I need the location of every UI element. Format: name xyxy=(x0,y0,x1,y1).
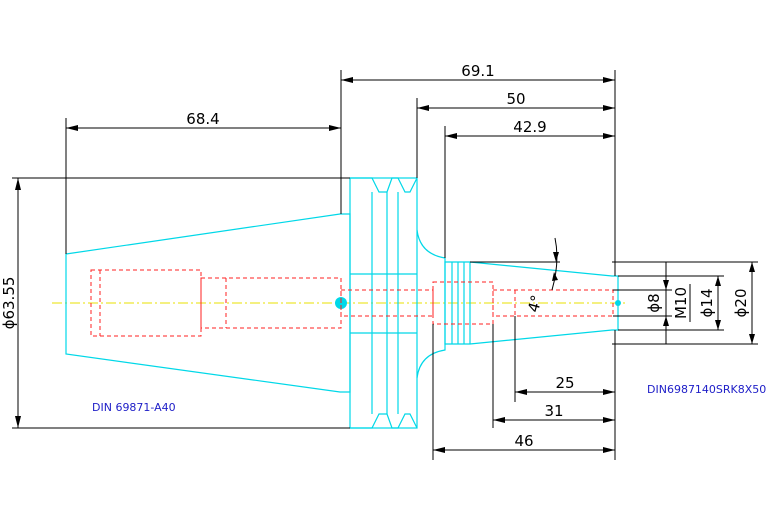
dim-text-46: 46 xyxy=(514,432,533,450)
v-groove-top xyxy=(350,177,418,193)
arrow-691-left xyxy=(341,77,353,83)
dim-text-8: ϕ8 xyxy=(645,293,663,312)
arrow-14-top xyxy=(715,276,721,286)
center-marker-right xyxy=(615,300,621,306)
arrow-50-left xyxy=(417,105,429,111)
neck-curve xyxy=(416,229,446,379)
arrow-6355-bottom xyxy=(15,416,21,428)
arrow-31-left xyxy=(493,417,505,423)
arrow-46-left xyxy=(433,447,445,453)
dim-text-684: 68.4 xyxy=(186,110,219,128)
angle-arrow-bottom xyxy=(552,272,558,281)
arrow-31-right xyxy=(603,417,615,423)
arrow-46-right xyxy=(603,447,615,453)
dim-text-31: 31 xyxy=(544,402,563,420)
arrow-20-bottom xyxy=(749,334,755,344)
v-groove-bottom xyxy=(350,413,418,429)
arrow-429-left xyxy=(445,133,457,139)
label-din-69871: DIN 69871-A40 xyxy=(92,401,176,414)
dimensions: 69.1 50 42.9 68.4 ϕ63.55 25 xyxy=(0,62,758,460)
dim-text-50: 50 xyxy=(506,90,525,108)
arrow-684-right xyxy=(329,125,341,131)
arrow-25-right xyxy=(603,389,615,395)
arrow-20-top xyxy=(749,262,755,272)
dim-text-20: ϕ20 xyxy=(732,289,750,318)
arrow-14-bottom xyxy=(715,320,721,330)
dim-text-6355: ϕ63.55 xyxy=(0,277,18,330)
dim-text-429: 42.9 xyxy=(513,118,546,136)
arrow-50-right xyxy=(603,105,615,111)
tool-holder-outline xyxy=(65,177,621,429)
arrow-8-bottom xyxy=(663,316,669,326)
mid-bore xyxy=(200,277,342,329)
dim-text-14: ϕ14 xyxy=(698,289,716,318)
arrow-25-left xyxy=(515,389,527,395)
dim-text-angle: 4° xyxy=(524,293,546,314)
dim-text-25: 25 xyxy=(555,374,574,392)
arrow-684-left xyxy=(66,125,78,131)
angle-arc xyxy=(551,237,558,291)
dim-text-691: 69.1 xyxy=(461,62,494,80)
hidden-features xyxy=(90,269,614,337)
rear-bore xyxy=(90,269,202,337)
angle-arrow-top xyxy=(553,252,559,262)
arrow-8-top xyxy=(663,280,669,290)
arrow-429-right xyxy=(603,133,615,139)
label-din-69871-40srk: DIN6987140SRK8X50 xyxy=(647,383,766,396)
dim-text-m10: M10 xyxy=(672,287,690,319)
tool-bore xyxy=(492,289,614,317)
arrow-691-right xyxy=(603,77,615,83)
arrow-6355-top xyxy=(15,178,21,190)
front-bore xyxy=(432,281,494,325)
flange xyxy=(349,177,418,429)
